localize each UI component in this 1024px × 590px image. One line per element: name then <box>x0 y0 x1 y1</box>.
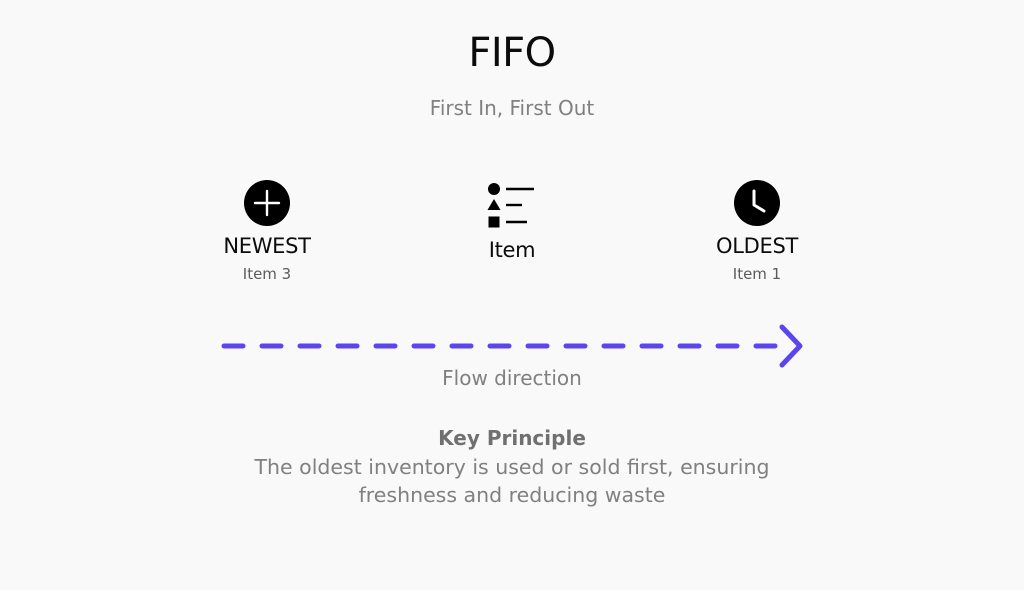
chevron-right-icon <box>779 324 803 368</box>
node-oldest-label: OLDEST <box>715 234 799 258</box>
flow-direction-label: Flow direction <box>442 366 582 390</box>
node-oldest-sublabel: Item 1 <box>732 265 782 283</box>
node-newest: NEWEST Item 3 <box>177 180 357 283</box>
node-item-label: Item <box>488 238 536 262</box>
key-principle-line-2: freshness and reducing waste <box>358 483 666 507</box>
node-oldest: OLDEST Item 1 <box>667 180 847 283</box>
shapes-list-icon <box>487 183 534 228</box>
plus-circle-icon <box>244 180 290 226</box>
diagram-title: FIFO <box>468 30 556 76</box>
diagram-subtitle: First In, First Out <box>429 96 595 120</box>
flow-direction-arrow <box>221 324 803 368</box>
node-newest-sublabel: Item 3 <box>242 265 292 283</box>
key-principle-text: The oldest inventory is used or sold fir… <box>0 453 1024 509</box>
clock-icon <box>734 180 780 226</box>
key-principle-line-1: The oldest inventory is used or sold fir… <box>254 455 770 479</box>
node-item: Item <box>422 182 602 262</box>
key-principle-title: Key Principle <box>438 426 586 450</box>
node-newest-label: NEWEST <box>223 234 311 258</box>
